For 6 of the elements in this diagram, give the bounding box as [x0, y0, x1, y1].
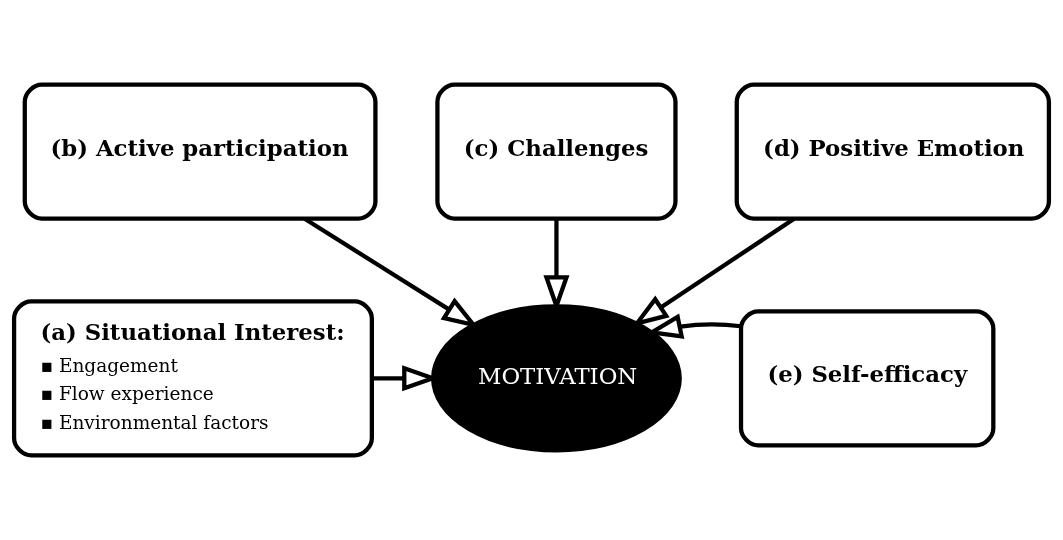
node-box: (d) Positive Emotion: [734, 82, 1052, 221]
node-ellipse: MOTIVATION: [431, 304, 682, 453]
node-box: (b) Active participation: [22, 82, 378, 221]
node-box: (e) Self-efficacy: [738, 309, 996, 448]
node-box: (a) Situational Interest: ▪ Engagement ▪ Flow experience ▪ Environmental factors: [11, 299, 374, 458]
node-box: (c) Challenges: [435, 82, 678, 221]
